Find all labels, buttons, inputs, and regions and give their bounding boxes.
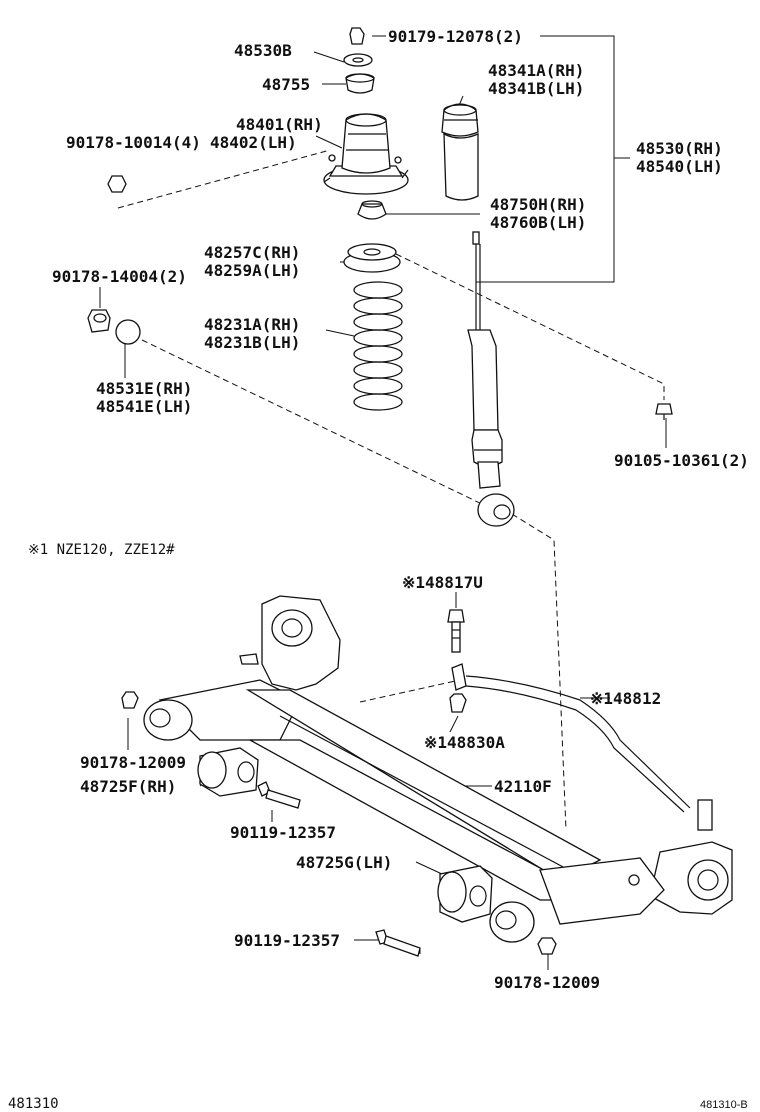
shock-absorber-icon [467,231,515,527]
label-48231a: 48231A(RH) [204,315,300,334]
coil-spring-icon [353,281,403,411]
label-48257c: 48257C(RH) [204,243,300,262]
bolt-90105-10361-icon [655,403,673,420]
bolt-90119-12357-a-icon [257,781,301,809]
label-48402: 48402(LH) [210,133,297,152]
label-48812: ※148812 [590,689,661,708]
bump-stopper-icon [441,103,479,201]
nut-90178-12009-left-icon [121,691,139,709]
label-48531e: 48531E(RH) [96,379,192,398]
bolt-48817u-icon [447,609,465,653]
figure-code: 481310 [8,1096,59,1112]
insulator-48750h-icon [357,200,387,220]
bolt-90119-12357-b-icon [375,929,421,957]
assembly-dashed-lines [117,149,665,958]
label-48341a: 48341A(RH) [488,61,584,80]
label-48725g: 48725G(LH) [296,853,392,872]
label-90178-10014: 90178-10014(4) [66,133,201,152]
bushing-48725g-icon [437,865,493,923]
label-48540: 48540(LH) [636,157,723,176]
label-48725f: 48725F(RH) [80,777,176,796]
applicability-note: ※1 NZE120, ZZE12# [28,542,175,558]
label-42110f: 42110F [494,777,552,796]
label-48817u: ※148817U [402,573,483,592]
label-90179-12078: 90179-12078(2) [388,27,523,46]
label-90178-12009-right: 90178-12009 [494,973,600,992]
nut-48830a-icon [449,693,467,713]
strut-mount-icon [323,113,409,195]
bushing-48725f-icon [197,747,259,797]
bushing-48755-icon [345,73,375,94]
label-48530b: 48530B [234,41,292,60]
label-90178-14004: 90178-14004(2) [52,267,187,286]
label-90119-12357-a: 90119-12357 [230,823,336,842]
nut-90178-10014-icon [107,175,127,193]
washer-48530b-icon [343,53,373,67]
label-48231b: 48231B(LH) [204,333,300,352]
label-48760b: 48760B(LH) [490,213,586,232]
label-48755: 48755 [262,75,310,94]
part-labels: 90179-12078(2) 48530B 48755 48341A(RH) 4… [8,27,749,1112]
nut-90178-14004-icon [87,309,111,333]
label-48830a: ※148830A [424,733,505,752]
label-90178-12009-left: 90178-12009 [80,753,186,772]
label-48341b: 48341B(LH) [488,79,584,98]
figure-reference: 481310-B [700,1099,748,1111]
label-48750h: 48750H(RH) [490,195,586,214]
label-90119-12357-b: 90119-12357 [234,931,340,950]
nut-90178-12009-right-icon [537,937,557,955]
label-48401: 48401(RH) [236,115,323,134]
label-48530: 48530(RH) [636,139,723,158]
rear-axle-beam-icon [143,595,733,943]
label-90105-10361: 90105-10361(2) [614,451,749,470]
top-nut-icon [349,27,365,45]
washer-48531e-icon [115,319,141,345]
label-48259a: 48259A(LH) [204,261,300,280]
label-48541e: 48541E(LH) [96,397,192,416]
spring-seat-icon [343,243,401,273]
stabilizer-bar-icon [451,663,713,831]
